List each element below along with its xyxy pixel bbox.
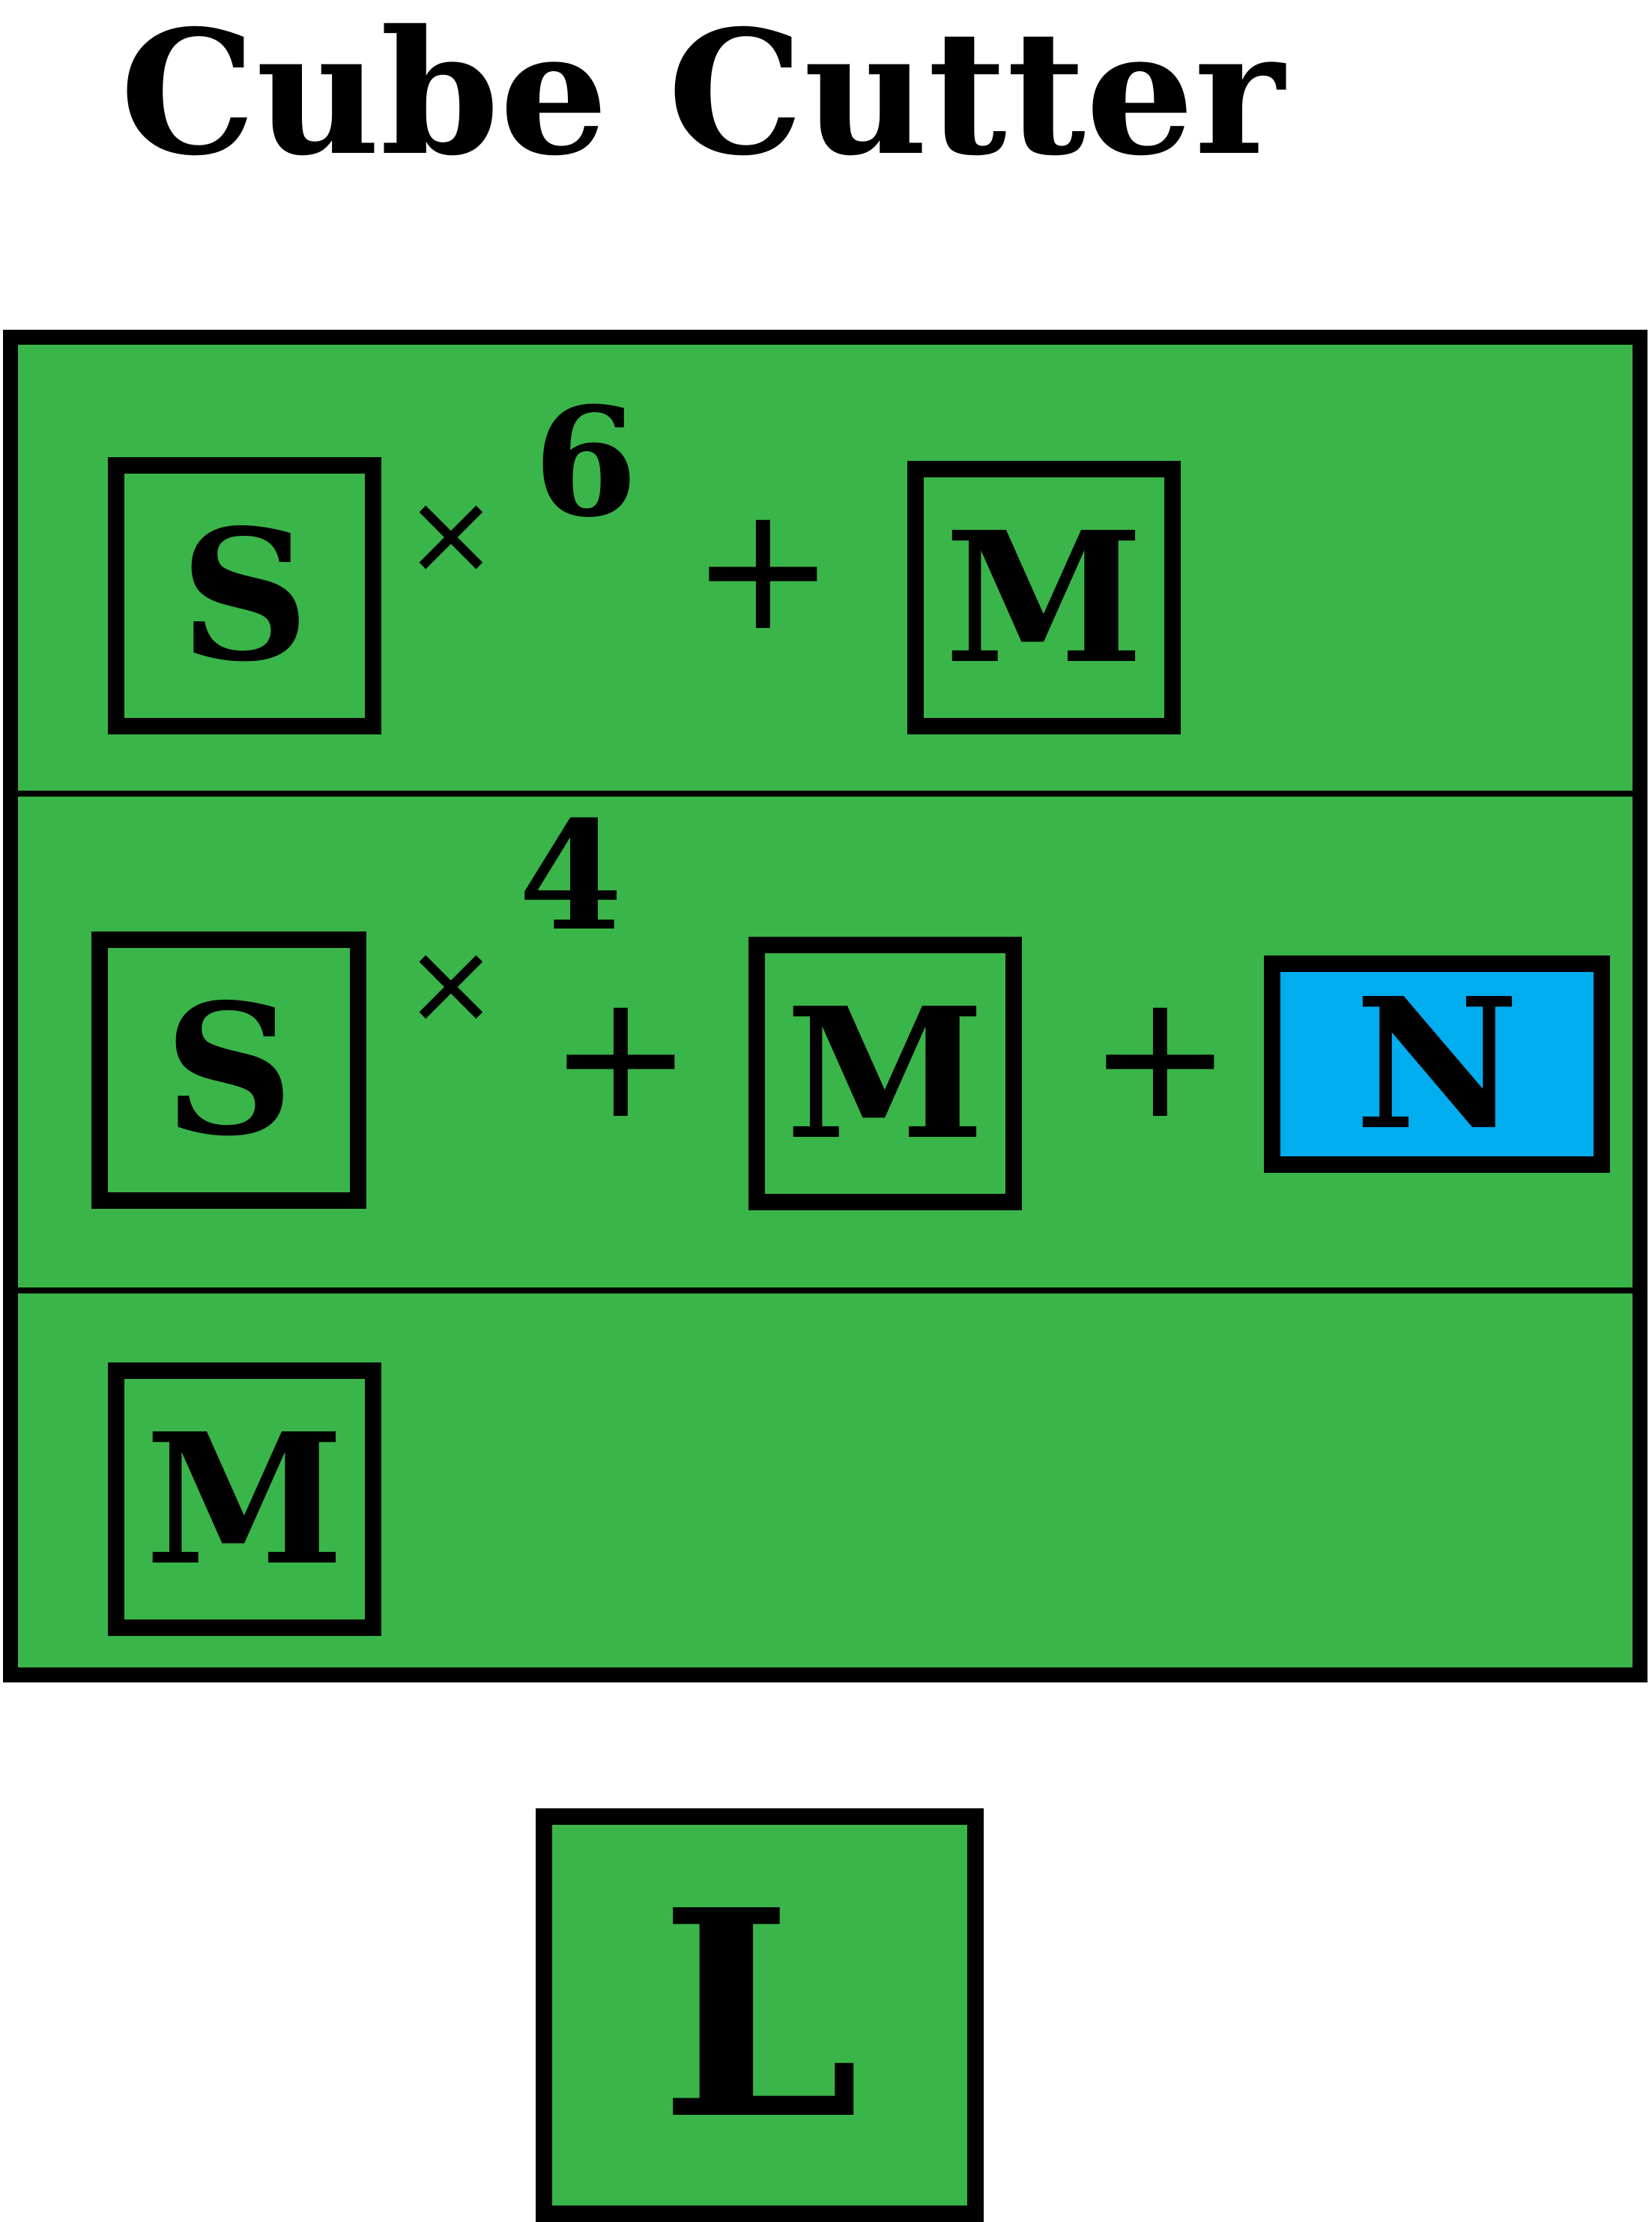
plus-sign: + (548, 957, 693, 1157)
tile-letter: S (163, 964, 294, 1176)
times-sign: × (404, 919, 498, 1049)
plus-sign: + (1088, 957, 1232, 1157)
tile-letter: M (785, 967, 985, 1180)
tile-letter: L (659, 1847, 860, 2182)
exponent-six: 6 (533, 375, 638, 551)
row-divider (18, 791, 1633, 797)
exponent-four: 4 (518, 788, 623, 964)
tile-letter: N (1355, 958, 1519, 1170)
plus-sign: + (691, 469, 835, 669)
tile-s-row1[interactable]: S (108, 457, 381, 734)
tile-m-row2[interactable]: M (748, 937, 1022, 1210)
tile-letter: M (944, 492, 1144, 704)
tile-m-row3[interactable]: M (108, 1362, 381, 1636)
tile-letter: S (179, 490, 310, 701)
tile-m-row1[interactable]: M (907, 461, 1181, 734)
recipe-panel: S × 6 + M S × 4 + M + N M (3, 330, 1648, 1682)
times-sign: × (404, 469, 498, 600)
tile-s-row2[interactable]: S (91, 932, 366, 1209)
tile-n-highlighted[interactable]: N (1264, 955, 1610, 1173)
row-divider (18, 1287, 1633, 1293)
page-title: Cube Cutter (120, 0, 1285, 193)
tile-letter: M (145, 1393, 345, 1605)
result-tile-l[interactable]: L (536, 1808, 984, 2222)
